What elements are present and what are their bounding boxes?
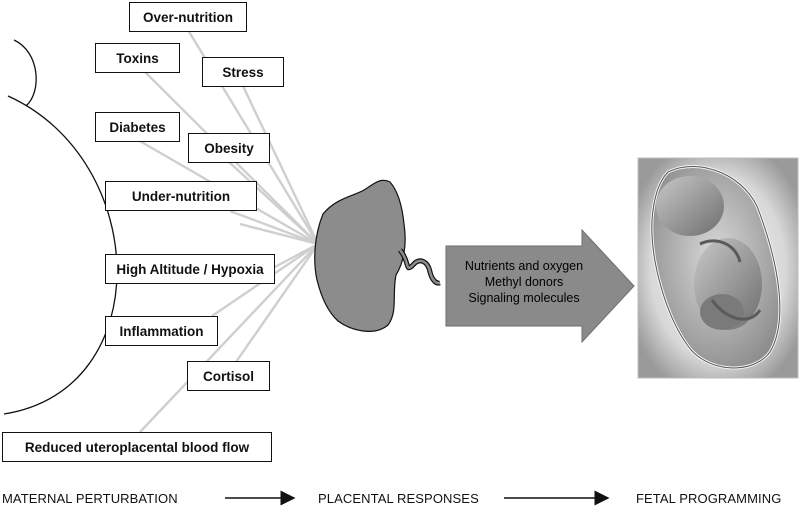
factor-over-nutrition: Over-nutrition (129, 2, 247, 32)
fetus-image (637, 157, 799, 379)
transfer-item-signaling-molecules: Signaling molecules (468, 291, 580, 305)
stage-label-maternal: MATERNAL PERTURBATION (2, 491, 178, 506)
transfer-arrow-text: Nutrients and oxygen Methyl donors Signa… (448, 258, 600, 306)
connector-line (235, 243, 319, 363)
factor-under-nutrition: Under-nutrition (105, 181, 257, 211)
placenta-shape (314, 179, 406, 332)
transfer-arrow (445, 228, 635, 344)
stage-label-placental: PLACENTAL RESPONSES (318, 491, 479, 506)
connector-line (228, 161, 319, 245)
factor-reduced-uteroplacental-blood-flow: Reduced uteroplacental blood flow (2, 432, 272, 462)
factor-cortisol: Cortisol (187, 361, 270, 391)
connector-line (239, 222, 319, 246)
connector-line (241, 85, 320, 245)
maternal-body-outline (3, 95, 118, 415)
connector-line (139, 243, 319, 433)
factor-high-altitude-hypoxia: High Altitude / Hypoxia (105, 254, 275, 284)
factor-stress: Stress (202, 57, 284, 87)
stage-label-fetal: FETAL PROGRAMMING (636, 491, 782, 506)
transfer-item-methyl-donors: Methyl donors (484, 275, 564, 289)
maternal-breast-outline (13, 39, 37, 107)
connector-line (229, 209, 319, 246)
factor-toxins: Toxins (95, 43, 180, 73)
factor-diabetes: Diabetes (95, 112, 180, 142)
umbilical-cord (397, 248, 441, 286)
factor-obesity: Obesity (188, 133, 270, 163)
factor-inflammation: Inflammation (105, 316, 218, 346)
transfer-item-nutrients: Nutrients and oxygen (464, 259, 584, 273)
